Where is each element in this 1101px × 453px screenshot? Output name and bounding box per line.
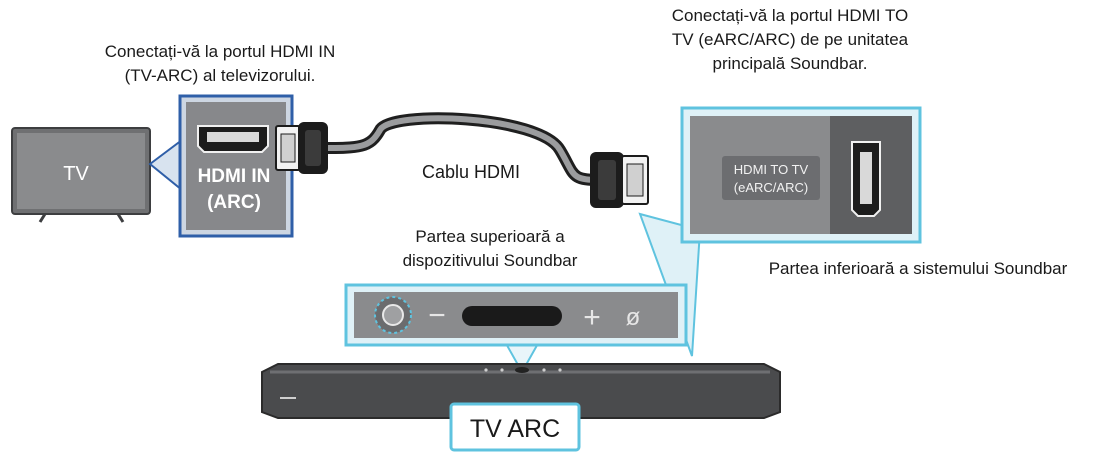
- control-panel-callout: − + ø: [344, 283, 688, 375]
- hdmi-plug-left-icon: [275, 122, 328, 174]
- hdmi-in-label: HDMI IN: [198, 166, 271, 187]
- tv-port-caption-line-1: Conectați-vă la portul HDMI IN: [104, 42, 336, 61]
- arc-label: (ARC): [207, 192, 261, 213]
- soundbar-port-caption-line-1: Conectați-vă la portul HDMI TO: [671, 6, 909, 25]
- soundbar-port-caption-line-2: TV (eARC/ARC) de pe unitatea: [671, 30, 909, 49]
- soundbar-top-caption-line-1: Partea superioară a: [415, 227, 565, 246]
- hdmi-plug-right-icon: [590, 152, 649, 208]
- tv-arc-badge: TV ARC: [449, 402, 581, 452]
- tv-screen-label: TV: [63, 163, 89, 185]
- soundbar-port-caption-line-3: principală Soundbar.: [712, 54, 868, 73]
- hdmi-to-tv-label: HDMI TO TV: [734, 162, 809, 177]
- soundbar-top-caption: Partea superioară a dispozitivului Sound…: [340, 225, 640, 273]
- soundbar-bottom-caption: Partea inferioară a sistemului Soundbar: [768, 259, 1068, 278]
- tv-icon: TV: [11, 127, 151, 223]
- soundbar-port-callout: HDMI TO TV (eARC/ARC): [638, 106, 922, 357]
- soundbar-port-caption: Conectați-vă la portul HDMI TO TV (eARC/…: [600, 4, 980, 76]
- volume-down-icon: −: [428, 299, 446, 332]
- mic-off-icon: ø: [626, 304, 641, 331]
- soundbar-icon: [261, 363, 781, 419]
- tv-port-callout: HDMI IN (ARC): [148, 94, 294, 238]
- cable-caption: Cablu HDMI: [421, 162, 521, 182]
- hdmi-out-socket-icon: [851, 141, 881, 217]
- volume-up-icon: +: [583, 301, 601, 334]
- tv-arc-label: TV ARC: [470, 415, 560, 443]
- soundbar-top-caption-line-2: dispozitivului Soundbar: [402, 251, 578, 270]
- earc-arc-label: (eARC/ARC): [734, 180, 808, 195]
- display-window: [462, 306, 562, 326]
- tv-port-caption-line-2: (TV-ARC) al televizorului.: [124, 66, 316, 85]
- tv-port-caption: Conectați-vă la portul HDMI IN (TV-ARC) …: [40, 40, 400, 88]
- hdmi-in-socket-icon: [197, 125, 269, 153]
- hdmi-cable: [314, 112, 606, 186]
